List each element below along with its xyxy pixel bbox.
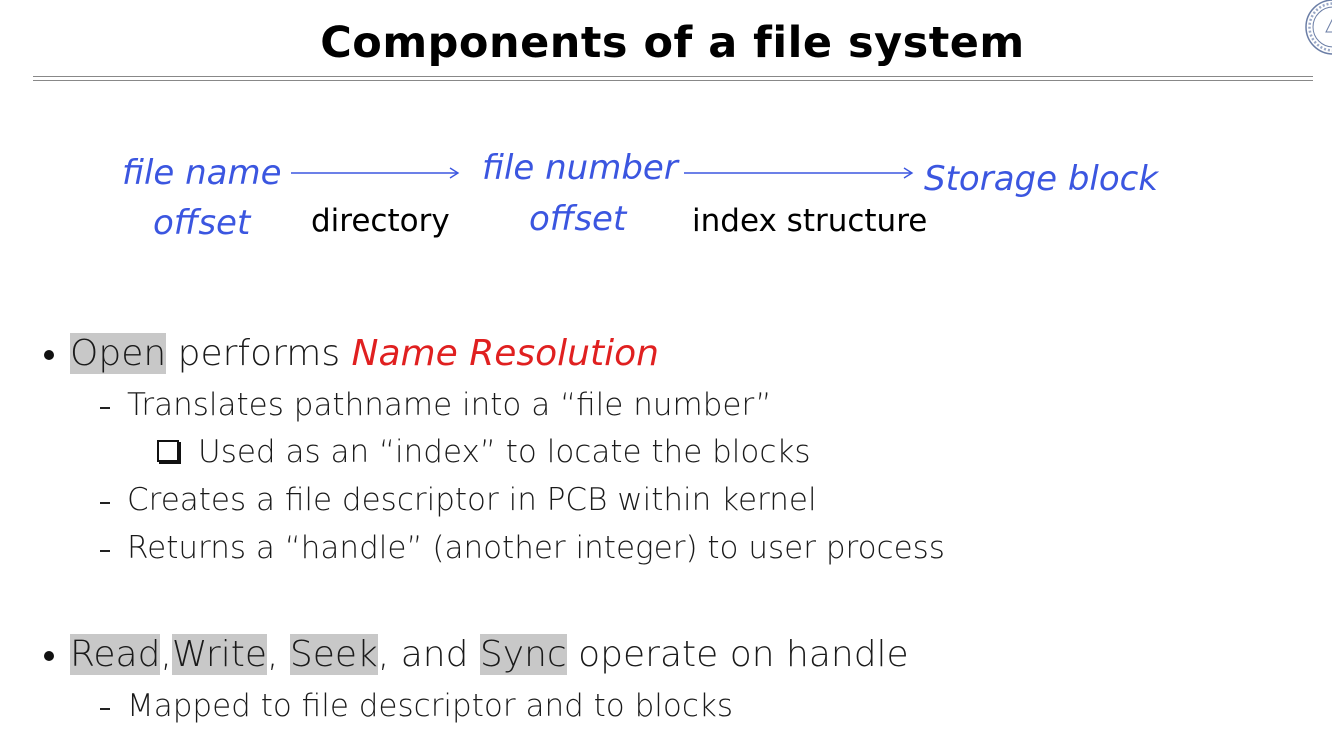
highlight-read: Read	[70, 634, 161, 675]
diagram-node-offset-2: offset	[529, 199, 627, 239]
dash-creates	[100, 502, 110, 504]
slide-title: Components of a file system	[320, 18, 1025, 68]
diagram-node-offset-1: offset	[153, 203, 251, 243]
text-operate-on-handle: operate on handle	[566, 634, 909, 675]
dash-returns	[100, 550, 110, 552]
bullet-dot-read-write	[44, 651, 54, 661]
dash-translates	[100, 407, 110, 409]
title-rule-top	[33, 76, 1313, 77]
diagram-node-storage-block: Storage block	[924, 159, 1159, 199]
subitem-creates-descriptor: Creates a file descriptor in PCB within …	[127, 482, 817, 518]
title-rule-bottom	[33, 80, 1313, 81]
subsubitem-index-locate: Used as an “index” to locate the blocks	[198, 434, 811, 470]
bullet-open-performs: Open performs Name Resolution	[70, 333, 659, 374]
diagram-arrow-1	[291, 167, 460, 179]
text-sep-2: ,	[266, 634, 290, 675]
text-sep-1: ,	[160, 634, 172, 675]
subitem-returns-handle: Returns a “handle” (another integer) to …	[127, 530, 945, 566]
text-name-resolution: Name Resolution	[351, 333, 659, 374]
bullet-dot-open	[44, 350, 54, 360]
highlight-open: Open	[70, 333, 167, 374]
text-sep-3: , and	[377, 634, 480, 675]
diagram-arrow-2	[684, 167, 914, 179]
dash-mapped	[100, 708, 110, 710]
diagram-edge-directory: directory	[311, 203, 450, 239]
diagram-edge-index-structure: index structure	[692, 203, 928, 239]
highlight-sync: Sync	[479, 634, 567, 675]
subitem-translates: Translates pathname into a “file number”	[127, 387, 772, 423]
university-seal-icon	[1305, 0, 1332, 55]
bullet-read-write-seek-sync: Read,Write, Seek, and Sync operate on ha…	[70, 634, 909, 675]
highlight-write: Write	[171, 634, 267, 675]
highlight-seek: Seek	[289, 634, 378, 675]
diagram-node-file-number: file number	[482, 148, 678, 188]
text-performs: performs	[166, 333, 352, 374]
checkbox-bullet-icon	[157, 440, 179, 462]
subitem-mapped-to-blocks: Mapped to file descriptor and to blocks	[127, 688, 733, 724]
diagram-node-file-name: file name	[122, 153, 282, 193]
